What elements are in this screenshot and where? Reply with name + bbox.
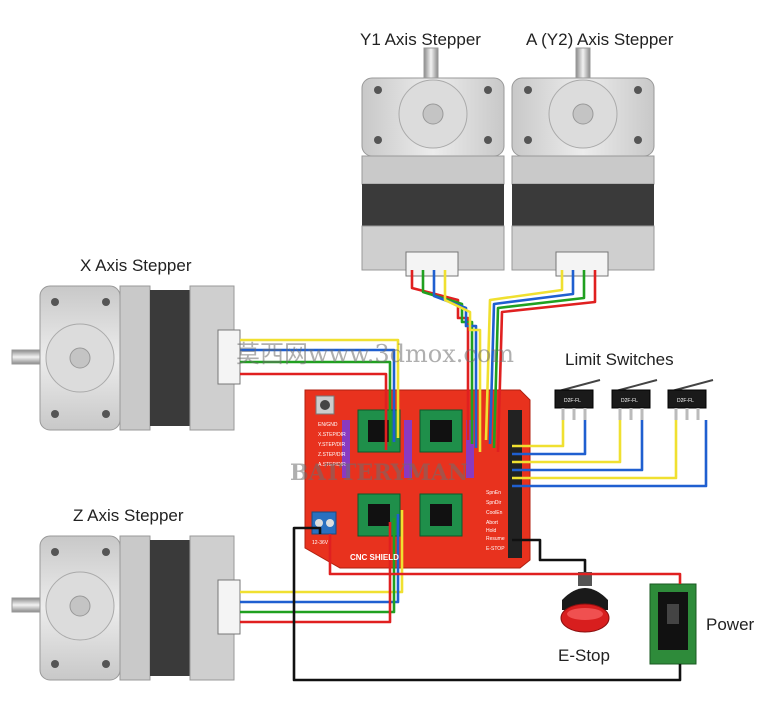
x-axis-label: X Axis Stepper	[80, 256, 192, 275]
e-stop-label: E-Stop	[558, 646, 610, 665]
board-pin-labels: EN/GND X.STEP/DIR Y.STEP/DIR Z.STEP/DIR …	[318, 422, 346, 468]
site-watermark: 莫西网www.3dmox.com	[236, 340, 515, 368]
right-pin-label: CoolEn	[486, 510, 503, 516]
z-axis-label: Z Axis Stepper	[73, 506, 184, 525]
switch-label-2: D2F-FL	[621, 398, 638, 404]
pin-label: Z.STEP/DIR	[318, 452, 346, 458]
board-right-labels: SpnEn SpnDir CoolEn Abort Hold Resume E-…	[486, 490, 505, 552]
limit-switch-1	[554, 379, 601, 420]
right-pin-label: E-STOP	[486, 546, 505, 552]
limit-switch-3	[667, 379, 714, 420]
brand-watermark: BATTERYMAN	[290, 460, 469, 486]
right-pin-label: SpnDir	[486, 500, 502, 506]
pin-label: A.STEP/DIR	[318, 462, 346, 468]
right-pin-label: SpnEn	[486, 490, 501, 496]
power-label: Power	[706, 615, 755, 634]
x-stepper-motor	[11, 285, 241, 431]
pin-label: EN/GND	[318, 422, 338, 428]
wires	[240, 270, 708, 682]
limit-switches-label: Limit Switches	[565, 350, 674, 369]
a-y2-stepper-motor	[511, 47, 655, 277]
switch-label-1: D2F-FL	[564, 398, 581, 404]
y1-axis-label: Y1 Axis Stepper	[360, 30, 481, 49]
e-stop-button	[560, 572, 610, 633]
pin-label: X.STEP/DIR	[318, 432, 346, 438]
limit-switch-2	[611, 379, 658, 420]
z-stepper-motor	[11, 535, 241, 681]
board-power-label: 12-36V	[312, 540, 329, 546]
a-y2-axis-label: A (Y2) Axis Stepper	[526, 30, 674, 49]
pin-label: Y.STEP/DIR	[318, 442, 346, 448]
y1-stepper-motor	[361, 47, 505, 277]
right-pin-label: Resume	[486, 536, 505, 542]
board-title: CNC SHIELD	[350, 553, 399, 562]
power-jack-board	[649, 583, 697, 665]
switch-label-3: D2F-FL	[677, 398, 694, 404]
right-pin-label: Hold	[486, 528, 497, 534]
right-pin-label: Abort	[486, 520, 499, 526]
